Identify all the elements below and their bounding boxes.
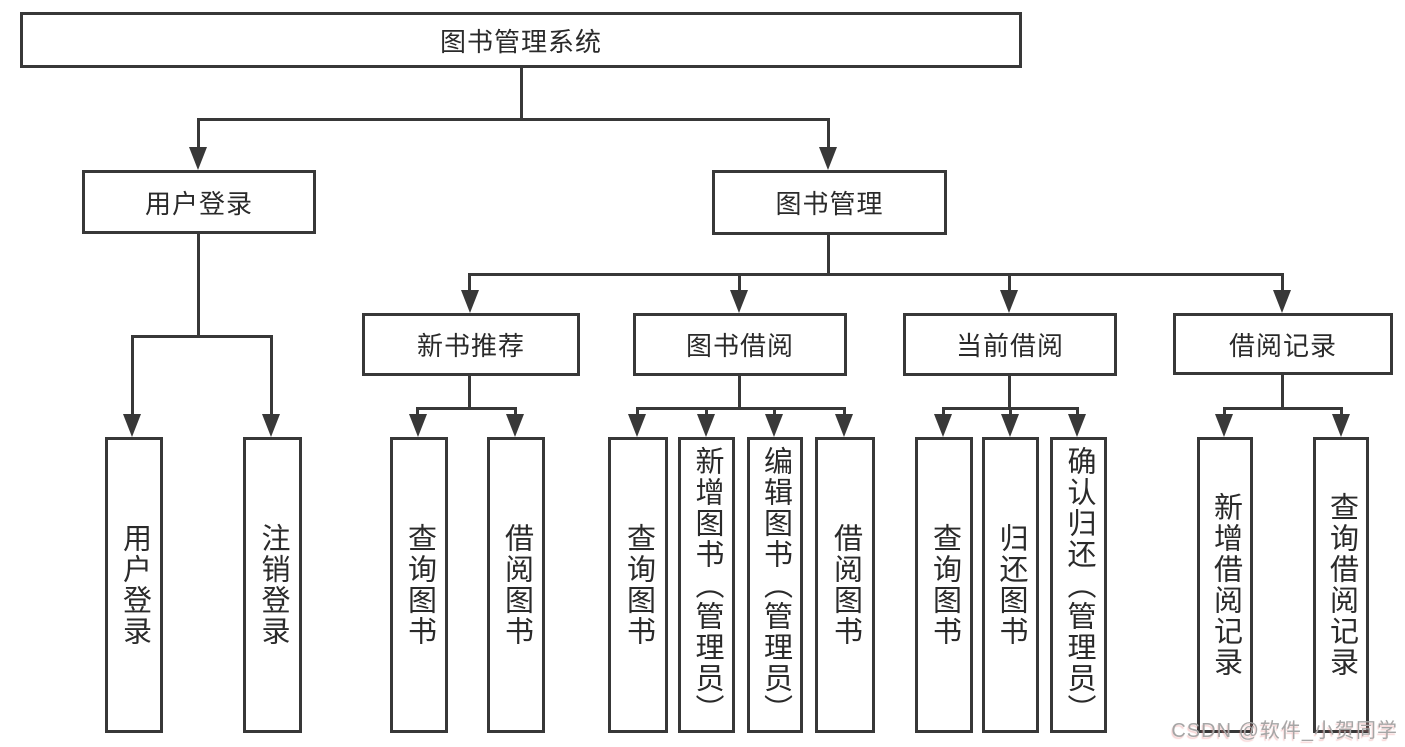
leaf-recommend-query-books: 查询图书 <box>390 437 448 733</box>
connector-line <box>1223 407 1226 417</box>
arrowhead-down-icon <box>123 414 141 437</box>
leaf-borrow-query-books: 查询图书 <box>608 437 668 733</box>
arrowhead-down-icon <box>819 147 837 170</box>
arrowhead-down-icon <box>628 414 646 437</box>
connector-line <box>514 407 517 417</box>
node-book-management-branch: 图书管理 <box>712 170 947 235</box>
arrowhead-down-icon <box>1000 290 1018 313</box>
connector-line <box>1340 407 1343 417</box>
connector-line <box>270 335 273 417</box>
connector-line <box>416 407 517 410</box>
arrowhead-down-icon <box>1068 414 1086 437</box>
arrowhead-down-icon <box>1215 414 1233 437</box>
node-new-book-recommend: 新书推荐 <box>362 313 580 376</box>
connector-line <box>197 232 200 337</box>
leaf-return-book: 归还图书 <box>982 437 1039 733</box>
connector-line <box>738 273 741 293</box>
node-root-library-system: 图书管理系统 <box>20 12 1022 68</box>
leaf-logout: 注销登录 <box>243 437 302 733</box>
arrowhead-down-icon <box>730 290 748 313</box>
arrowhead-down-icon <box>765 414 783 437</box>
connector-line <box>416 407 419 417</box>
connector-line <box>1008 273 1011 293</box>
connector-line <box>827 234 830 275</box>
connector-line <box>942 407 945 417</box>
connector-line <box>1281 273 1284 293</box>
connector-line <box>1281 374 1284 409</box>
arrowhead-down-icon <box>1332 414 1350 437</box>
connector-line <box>131 335 134 417</box>
node-current-borrow: 当前借阅 <box>903 313 1117 376</box>
arrowhead-down-icon <box>262 414 280 437</box>
leaf-recommend-borrow-books: 借阅图书 <box>487 437 545 733</box>
connector-line <box>197 118 830 121</box>
node-user-login-branch: 用户登录 <box>82 170 316 234</box>
leaf-confirm-return-admin: 确认归还（管理员） <box>1050 437 1107 733</box>
arrowhead-down-icon <box>934 414 952 437</box>
connector-line <box>468 375 471 409</box>
connector-line <box>468 273 471 293</box>
node-borrow-records: 借阅记录 <box>1173 313 1393 375</box>
connector-line <box>636 407 846 410</box>
connector-line <box>843 407 846 417</box>
leaf-current-query-books: 查询图书 <box>915 437 973 733</box>
arrowhead-down-icon <box>697 414 715 437</box>
leaf-user-login: 用户登录 <box>105 437 163 733</box>
leaf-edit-book-admin: 编辑图书（管理员） <box>747 437 803 733</box>
connector-line <box>773 407 776 417</box>
leaf-query-borrow-record: 查询借阅记录 <box>1313 437 1369 733</box>
leaf-add-borrow-record: 新增借阅记录 <box>1197 437 1253 733</box>
connector-line <box>1223 407 1343 410</box>
node-book-borrow: 图书借阅 <box>633 313 847 376</box>
leaf-borrow-book: 借阅图书 <box>815 437 875 733</box>
leaf-add-book-admin: 新增图书（管理员） <box>678 437 735 733</box>
connector-line <box>520 67 523 120</box>
connector-line <box>738 375 741 409</box>
connector-line <box>131 335 273 338</box>
connector-line <box>1008 375 1011 409</box>
connector-line <box>705 407 708 417</box>
arrowhead-down-icon <box>1273 290 1291 313</box>
connector-line <box>1009 407 1012 417</box>
arrowhead-down-icon <box>461 290 479 313</box>
connector-line <box>1076 407 1079 417</box>
watermark: CSDN @软件_小贺同学 <box>1171 720 1398 742</box>
connector-line <box>197 118 200 150</box>
connector-line <box>827 118 830 150</box>
arrowhead-down-icon <box>189 147 207 170</box>
arrowhead-down-icon <box>409 414 427 437</box>
arrowhead-down-icon <box>506 414 524 437</box>
connector-line <box>468 273 1284 276</box>
arrowhead-down-icon <box>1001 414 1019 437</box>
arrowhead-down-icon <box>835 414 853 437</box>
connector-line <box>636 407 639 417</box>
